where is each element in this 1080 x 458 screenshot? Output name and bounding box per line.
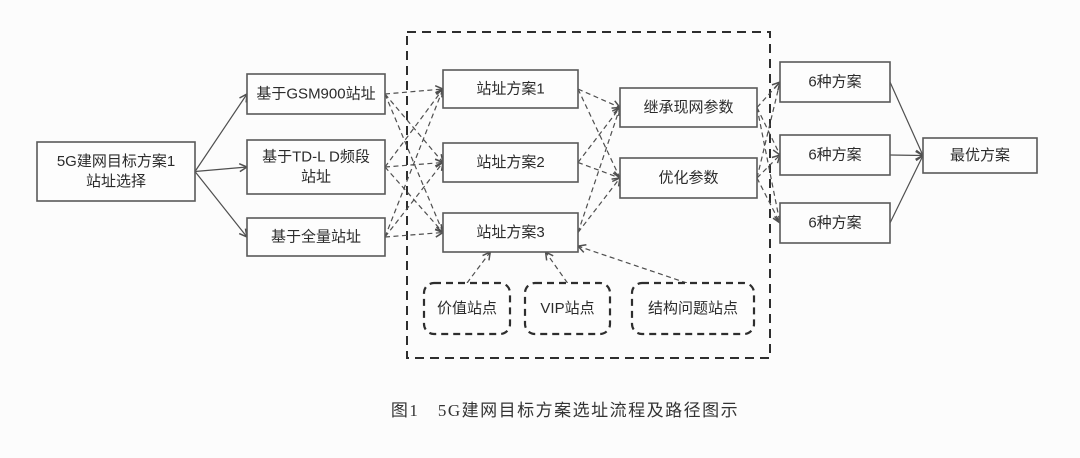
edge-td-l-d-sites-to-site-plan-2 bbox=[384, 163, 443, 168]
node-label-vip-sites: VIP站点 bbox=[540, 300, 594, 317]
edge-5g-target-to-gsm900-sites bbox=[194, 94, 247, 172]
node-six-plans-3: 6种方案 bbox=[779, 202, 891, 244]
node-site-plan-3: 站址方案3 bbox=[442, 212, 579, 253]
node-vip-sites: VIP站点 bbox=[523, 281, 612, 336]
process-container-border bbox=[406, 31, 771, 359]
edge-optimize-params-to-six-plans-1 bbox=[756, 82, 780, 179]
node-inherit-params: 继承现网参数 bbox=[619, 87, 758, 128]
node-box-5g-target bbox=[36, 141, 196, 202]
edge-site-plan-3-to-inherit-params bbox=[577, 108, 620, 233]
node-optimize-params: 优化参数 bbox=[619, 157, 758, 199]
node-box-six-plans-2 bbox=[779, 134, 891, 176]
edge-full-sites-to-site-plan-3 bbox=[384, 233, 443, 238]
node-box-site-plan-3 bbox=[442, 212, 579, 253]
edge-site-plan-2-to-inherit-params bbox=[577, 108, 620, 163]
edge-structural-issue-sites-to-site-plan-3 bbox=[578, 246, 688, 284]
edge-six-plans-2-to-best-plan bbox=[889, 155, 923, 156]
edge-six-plans-1-to-best-plan bbox=[889, 81, 923, 156]
node-label-td-l-d-sites: 站址 bbox=[301, 169, 331, 186]
edge-td-l-d-sites-to-site-plan-1 bbox=[384, 89, 443, 168]
edge-site-plan-1-to-optimize-params bbox=[577, 88, 620, 178]
edge-gsm900-sites-to-site-plan-2 bbox=[384, 93, 443, 163]
node-six-plans-1: 6种方案 bbox=[779, 61, 891, 103]
node-gsm900-sites: 基于GSM900站址 bbox=[246, 73, 386, 115]
node-box-full-sites bbox=[246, 217, 386, 257]
node-box-value-sites bbox=[422, 281, 512, 336]
edge-gsm900-sites-to-site-plan-1 bbox=[384, 89, 443, 95]
node-full-sites: 基于全量站址 bbox=[246, 217, 386, 257]
node-label-site-plan-2: 站址方案2 bbox=[476, 153, 544, 171]
node-label-optimize-params: 优化参数 bbox=[658, 170, 718, 187]
node-box-site-plan-1 bbox=[442, 69, 579, 109]
node-structural-issue-sites: 结构问题站点 bbox=[630, 281, 756, 336]
node-box-structural-issue-sites bbox=[630, 281, 756, 336]
node-label-value-sites: 价值站点 bbox=[437, 300, 497, 317]
node-label-six-plans-2: 6种方案 bbox=[808, 146, 861, 164]
node-5g-target: 5G建网目标方案1 站址选择 bbox=[36, 141, 196, 202]
edge-six-plans-3-to-best-plan bbox=[889, 156, 923, 224]
node-box-best-plan bbox=[922, 137, 1038, 174]
edge-site-plan-2-to-optimize-params bbox=[577, 161, 620, 179]
node-label-inherit-params: 继承现网参数 bbox=[643, 99, 733, 116]
node-value-sites: 价值站点 bbox=[422, 281, 512, 336]
node-label-site-plan-1: 站址方案1 bbox=[476, 80, 544, 98]
edge-optimize-params-to-six-plans-3 bbox=[756, 177, 780, 223]
node-site-plan-1: 站址方案1 bbox=[442, 69, 579, 109]
node-site-plan-2: 站址方案2 bbox=[442, 142, 579, 183]
edge-5g-target-to-td-l-d-sites bbox=[194, 167, 247, 172]
node-label-best-plan: 最优方案 bbox=[950, 146, 1010, 164]
edge-inherit-params-to-six-plans-2 bbox=[756, 107, 780, 156]
node-box-site-plan-2 bbox=[442, 142, 579, 183]
node-box-inherit-params bbox=[619, 87, 758, 128]
node-best-plan: 最优方案 bbox=[922, 137, 1038, 174]
node-label-structural-issue-sites: 结构问题站点 bbox=[648, 300, 738, 317]
node-six-plans-2: 6种方案 bbox=[779, 134, 891, 176]
edge-vip-sites-to-site-plan-3 bbox=[546, 252, 568, 284]
edge-5g-target-to-full-sites bbox=[194, 171, 247, 238]
edge-value-sites-to-site-plan-3 bbox=[466, 252, 490, 284]
node-label-site-plan-3: 站址方案3 bbox=[476, 223, 544, 241]
edge-inherit-params-to-six-plans-3 bbox=[756, 107, 780, 224]
node-box-vip-sites bbox=[523, 281, 612, 336]
node-label-full-sites: 基于全量站址 bbox=[271, 228, 361, 246]
figure-caption: 图1 5G建网目标方案选址流程及路径图示 bbox=[390, 401, 740, 420]
node-label-gsm900-sites: 基于GSM900站址 bbox=[256, 86, 375, 103]
node-label-td-l-d-sites: 基于TD-L D频段 bbox=[262, 149, 370, 166]
edge-optimize-params-to-six-plans-2 bbox=[756, 155, 780, 179]
node-box-gsm900-sites bbox=[246, 73, 386, 115]
node-label-six-plans-1: 6种方案 bbox=[808, 73, 861, 91]
node-label-5g-target: 5G建网目标方案1 bbox=[57, 152, 175, 170]
edge-full-sites-to-site-plan-2 bbox=[384, 163, 443, 238]
node-label-six-plans-3: 6种方案 bbox=[808, 214, 861, 232]
edge-site-plan-1-to-inherit-params bbox=[577, 88, 620, 108]
node-box-six-plans-1 bbox=[779, 61, 891, 103]
node-box-six-plans-3 bbox=[779, 202, 891, 244]
edge-full-sites-to-site-plan-1 bbox=[384, 89, 443, 238]
node-box-td-l-d-sites bbox=[246, 139, 386, 195]
node-label-5g-target: 站址选择 bbox=[86, 173, 146, 190]
edge-site-plan-3-to-optimize-params bbox=[577, 178, 620, 233]
node-box-optimize-params bbox=[619, 157, 758, 199]
